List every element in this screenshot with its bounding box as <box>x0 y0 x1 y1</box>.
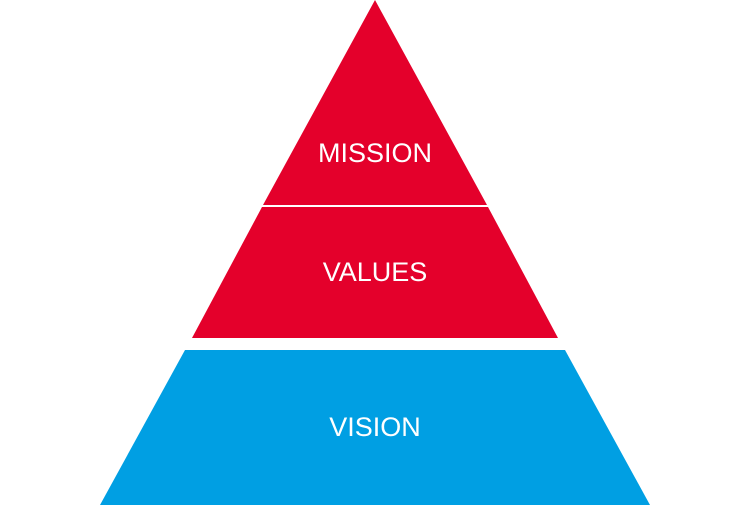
tier-values-label: VALUES <box>323 257 428 287</box>
tier-vision-label: VISION <box>329 412 421 442</box>
tier-vision-shape <box>100 350 650 505</box>
tier-mission-shape <box>263 0 487 205</box>
tier-values-shape <box>192 207 558 338</box>
tier-mission-label: MISSION <box>318 138 432 168</box>
